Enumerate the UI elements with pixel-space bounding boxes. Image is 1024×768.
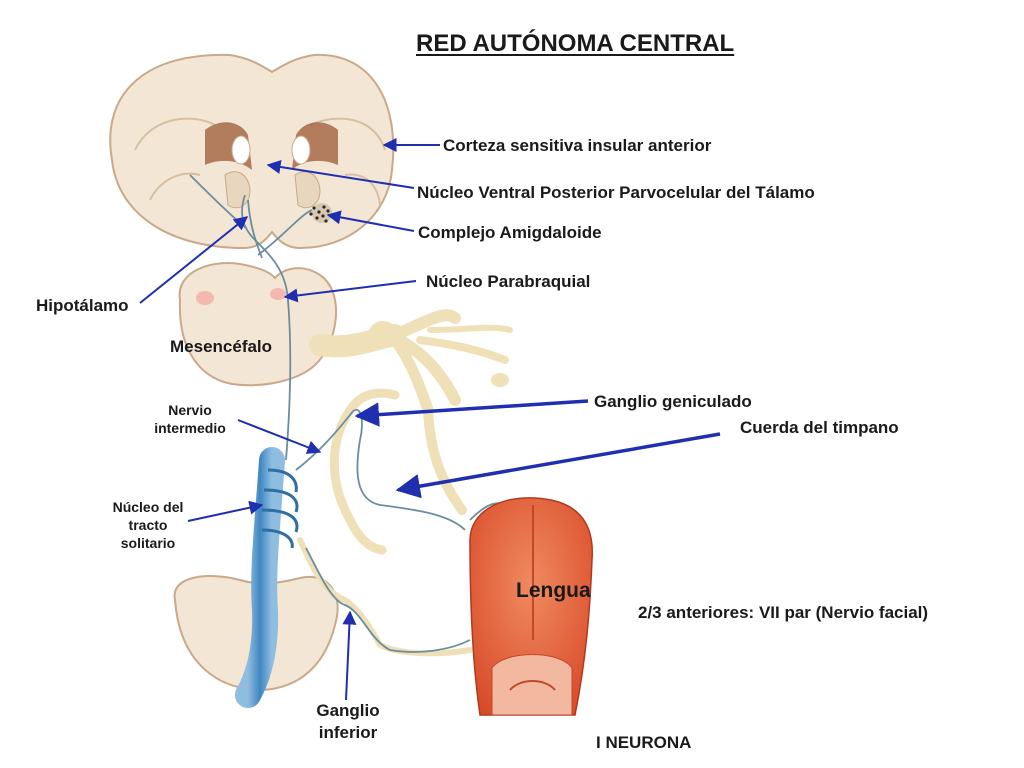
label-parabraquial: Núcleo Parabraquial xyxy=(426,272,591,291)
arrow-nucleo-tracto xyxy=(187,500,264,522)
label-anteriores: 2/3 anteriores: VII par (Nervio facial) xyxy=(638,603,929,622)
arrow-hipotalamo xyxy=(139,216,249,304)
label-nervio-intermedio: Nervio intermedio xyxy=(140,401,240,437)
nerve-knot-small xyxy=(491,373,509,387)
label-ganglio-inferior-line1: Ganglio xyxy=(316,701,380,720)
arrow-ganglio-inferior xyxy=(342,610,357,701)
cranial-nerves xyxy=(297,309,513,657)
solitary-tract xyxy=(235,447,299,708)
label-corteza: Corteza sensitiva insular anterior xyxy=(443,136,712,155)
label-mesencefalo: Mesencéfalo xyxy=(170,337,273,356)
label-nucleo-tracto: Núcleo del tracto solitario xyxy=(95,498,201,552)
arrow-parabraquial xyxy=(283,280,417,303)
label-ganglio-geniculado: Ganglio geniculado xyxy=(594,392,752,411)
arrow-nervio-intermedio xyxy=(237,419,322,454)
midbrain-section xyxy=(178,262,338,387)
arrow-cuerda-timpano xyxy=(395,432,721,499)
label-lengua: Lengua xyxy=(516,579,591,602)
label-nervio-intermedio-line1: Nervio xyxy=(168,402,212,418)
arrow-amigdaloide xyxy=(326,210,415,232)
thick-leader-arrows xyxy=(354,399,721,499)
arrow-nucleo-ventral xyxy=(266,160,415,189)
tongue xyxy=(469,497,593,716)
label-nucleo-tracto-line1: Núcleo del xyxy=(112,499,184,515)
label-amigdaloide: Complejo Amigdaloide xyxy=(418,223,602,242)
label-hipotalamo: Hipotálamo xyxy=(36,296,129,315)
leader-arrows xyxy=(139,138,440,701)
label-nervio-intermedio-line2: intermedio xyxy=(154,420,226,436)
diagram-title: RED AUTÓNOMA CENTRAL xyxy=(416,30,735,57)
label-nucleo-ventral: Núcleo Ventral Posterior Parvocelular de… xyxy=(417,183,815,202)
label-ganglio-inferior: Ganglio inferior xyxy=(300,700,396,744)
label-cuerda-timpano: Cuerda del timpano xyxy=(740,418,899,437)
label-nucleo-tracto-line3: solitario xyxy=(120,535,176,551)
arrow-ganglio-geniculado xyxy=(354,399,589,427)
nerve-knot xyxy=(369,321,397,345)
label-nucleo-tracto-line2: tracto xyxy=(128,517,168,533)
label-neurona: I NEURONA xyxy=(596,733,692,752)
label-ganglio-inferior-line2: inferior xyxy=(318,723,378,742)
